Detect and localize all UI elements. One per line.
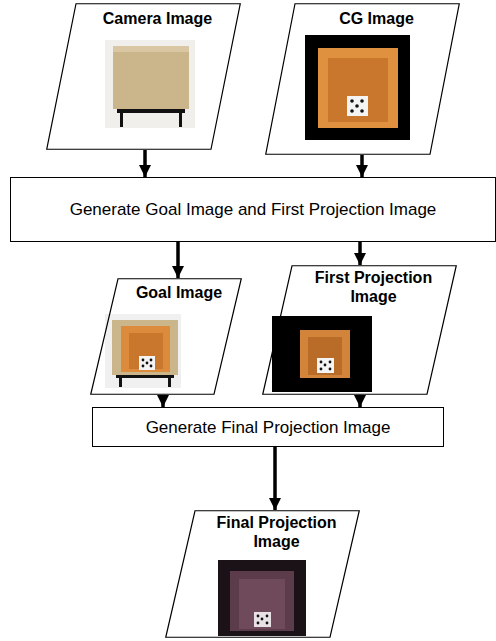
camera-photo [105, 40, 195, 128]
final-projection-render [218, 560, 306, 636]
goal-photo [105, 314, 181, 388]
flow-arrow [360, 155, 364, 177]
node-label: Final Projection Image [199, 513, 354, 551]
data-parallelogram: First Projection Image [262, 265, 457, 395]
data-parallelogram: Final Projection Image [165, 510, 360, 638]
node-label: First Projection Image [296, 268, 451, 306]
parallelogram-shape [263, 266, 457, 395]
parallelogram-shape [266, 4, 460, 155]
node-label: CG Image [299, 9, 454, 28]
node-label: Camera Image [80, 9, 235, 28]
node-label: Generate Final Projection Image [103, 417, 433, 438]
node-label: Generate Goal Image and First Projection… [21, 199, 485, 220]
flow-arrow [161, 395, 165, 407]
flow-arrow [176, 242, 180, 278]
parallelogram-shape [166, 511, 360, 638]
process-box: Generate Goal Image and First Projection… [10, 177, 496, 242]
flow-arrow [143, 150, 147, 177]
data-parallelogram: CG Image [265, 3, 460, 155]
flow-arrow [358, 242, 362, 265]
process-box: Generate Final Projection Image [92, 407, 444, 447]
parallelogram-shape [91, 279, 242, 395]
cg-render [305, 35, 410, 140]
data-parallelogram: Goal Image [90, 278, 242, 395]
first-projection-render [272, 316, 372, 392]
node-label: Goal Image [122, 283, 236, 302]
data-parallelogram: Camera Image [46, 3, 241, 150]
flow-arrow [273, 447, 277, 510]
parallelogram-shape [47, 4, 241, 150]
flow-arrow [358, 395, 362, 407]
